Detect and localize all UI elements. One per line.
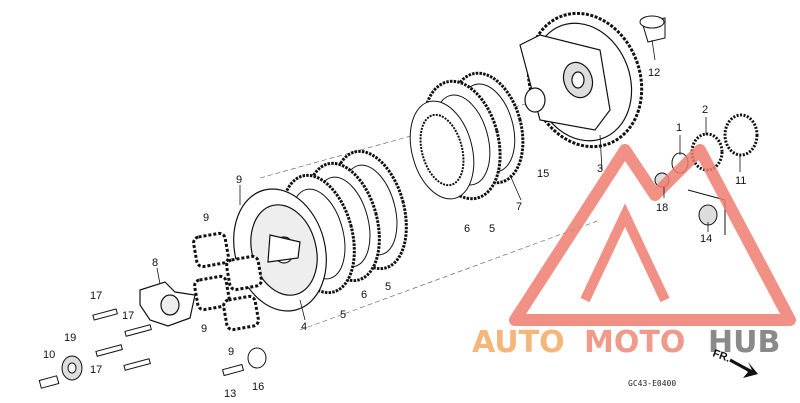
clutch-outer-housing [519, 11, 644, 149]
callout-11: 11 [735, 175, 746, 187]
watermark-word-hub: HUB [708, 325, 780, 360]
callout-9c: 9 [201, 323, 207, 335]
callout-17c: 17 [122, 310, 134, 322]
callout-2: 2 [702, 104, 708, 116]
callout-15: 15 [537, 168, 549, 180]
watermark-logo: AUTO MOTO HUB [472, 144, 796, 360]
callout-7: 7 [516, 201, 522, 213]
lifter-plate [139, 281, 196, 327]
callout-14: 14 [700, 233, 712, 245]
callout-6a: 6 [361, 289, 367, 301]
callout-9b: 9 [203, 212, 209, 224]
callout-17a: 17 [90, 290, 102, 302]
callout-1: 1 [676, 122, 682, 134]
callout-9d: 9 [228, 346, 234, 358]
watermark-word-moto: MOTO [584, 325, 685, 360]
callout-3: 3 [597, 163, 603, 175]
callout-leaders [156, 39, 741, 321]
callout-5a: 5 [340, 309, 346, 321]
callout-12: 12 [648, 67, 660, 79]
clutch-springs [192, 231, 263, 332]
watermark-word-auto: AUTO [472, 325, 565, 360]
callout-18: 18 [656, 202, 668, 214]
part-code: GC43-E0400 [628, 379, 676, 388]
callout-labels: 1 2 3 4 5 5 5 6 6 7 8 9 9 9 9 10 11 12 1… [43, 67, 746, 400]
callout-10: 10 [43, 349, 55, 361]
callout-19: 19 [64, 332, 76, 344]
callout-16: 16 [252, 381, 264, 393]
callout-5b: 5 [385, 281, 391, 293]
callout-17b: 17 [90, 364, 102, 376]
callout-5c: 5 [489, 223, 495, 235]
callout-13: 13 [224, 388, 236, 400]
callout-6b: 6 [464, 223, 470, 235]
callout-4: 4 [301, 321, 307, 333]
direction-label: FR. [711, 348, 732, 365]
callout-9a: 9 [236, 174, 242, 186]
callout-8: 8 [152, 257, 158, 269]
bolts-and-bearing [38, 308, 267, 389]
front-direction-indicator: FR. [711, 348, 758, 378]
